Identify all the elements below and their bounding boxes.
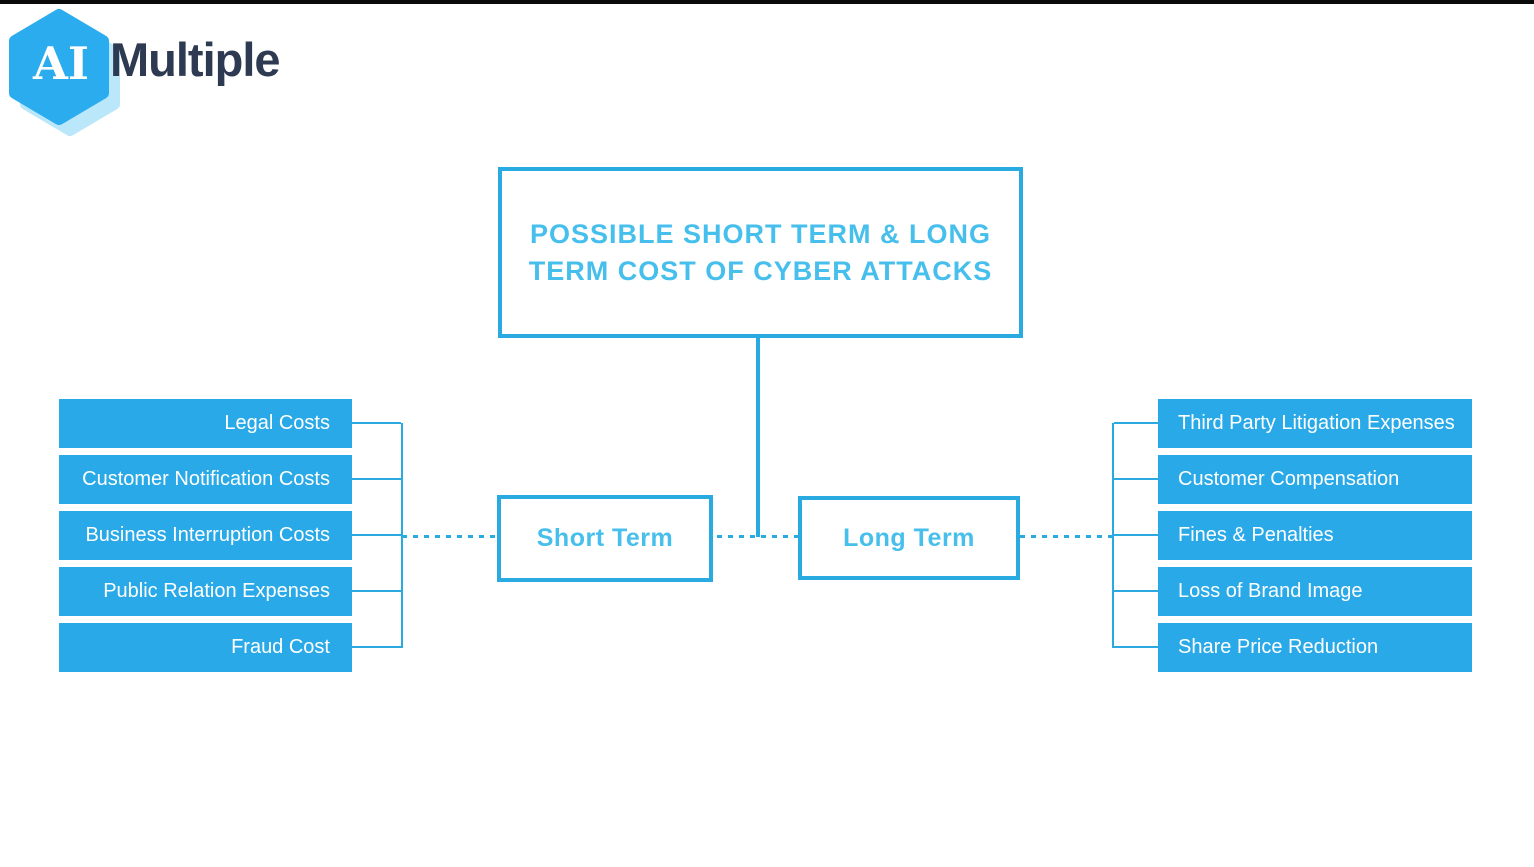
long-term-item: Customer Compensation <box>1158 455 1472 504</box>
top-border-bar <box>0 0 1534 4</box>
left-stub-1 <box>352 422 401 424</box>
left-stub-2 <box>352 478 401 480</box>
brand-logo: AI Multiple <box>6 6 326 136</box>
right-bracket-line <box>1112 423 1114 648</box>
long-term-item: Fines & Penalties <box>1158 511 1472 560</box>
left-stub-4 <box>352 590 401 592</box>
right-stub-3 <box>1114 534 1158 536</box>
long-term-label: Long Term <box>843 523 975 552</box>
right-stub-2 <box>1114 478 1158 480</box>
logo-hexagon-icon <box>9 9 120 136</box>
dashed-connector-left <box>402 535 497 538</box>
long-term-item: Third Party Litigation Expenses <box>1158 399 1472 448</box>
left-stub-5 <box>352 646 401 648</box>
right-stub-5 <box>1114 646 1158 648</box>
title-line-1: POSSIBLE SHORT TERM & LONG <box>529 218 992 249</box>
short-term-item: Legal Costs <box>59 399 352 448</box>
short-term-item: Public Relation Expenses <box>59 567 352 616</box>
node-long-term: Long Term <box>798 496 1020 580</box>
left-stub-3 <box>352 534 401 536</box>
logo-ai-text: AI <box>33 37 89 90</box>
long-term-item: Share Price Reduction <box>1158 623 1472 672</box>
short-term-label: Short Term <box>536 524 674 552</box>
right-stub-4 <box>1114 590 1158 592</box>
long-term-item: Loss of Brand Image <box>1158 567 1472 616</box>
title-connector-line <box>756 338 760 537</box>
dashed-connector-right <box>1020 535 1113 538</box>
short-term-item: Fraud Cost <box>59 623 352 672</box>
right-stub-1 <box>1114 422 1158 424</box>
title-line-2: TERM COST OF CYBER ATTACKS <box>528 255 993 286</box>
short-term-item: Customer Notification Costs <box>59 455 352 504</box>
short-term-item: Business Interruption Costs <box>59 511 352 560</box>
node-short-term: Short Term <box>497 495 713 582</box>
dashed-connector-middle <box>717 535 798 538</box>
logo-name-text: Multiple <box>110 33 281 86</box>
title-box: POSSIBLE SHORT TERM & LONG TERM COST OF … <box>498 167 1023 338</box>
left-bracket-line <box>401 423 403 648</box>
